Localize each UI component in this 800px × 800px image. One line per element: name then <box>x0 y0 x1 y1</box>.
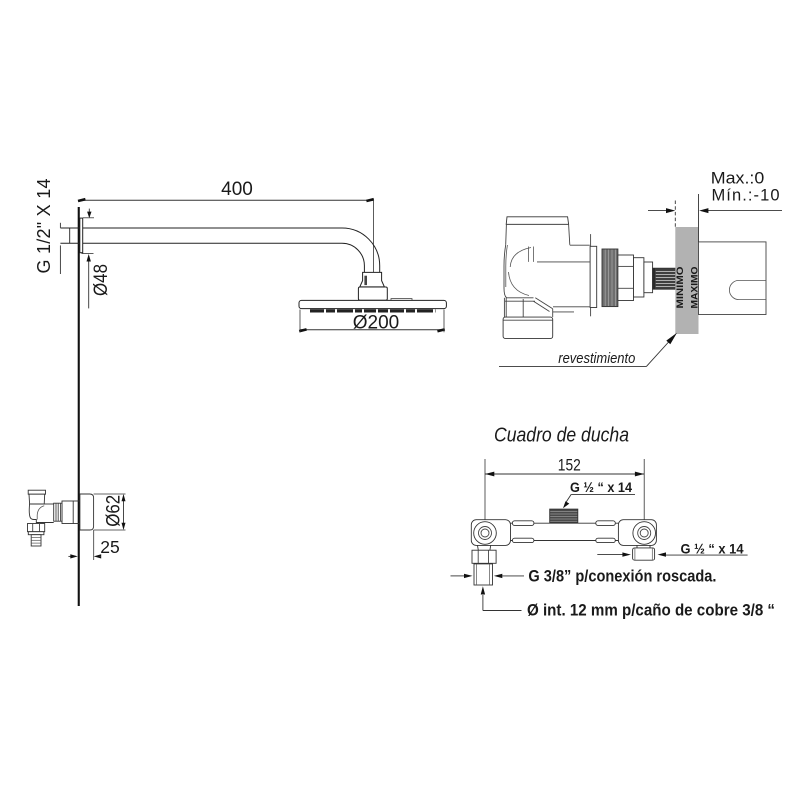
svg-text:400: 400 <box>221 179 253 200</box>
svg-text:Mín.:-10: Mín.:-10 <box>712 186 780 204</box>
svg-text:G 1/2" X 14: G 1/2" X 14 <box>34 179 54 274</box>
svg-text:Ø62: Ø62 <box>104 495 125 527</box>
svg-text:Ø int. 12 mm p/caño de cobre 3: Ø int. 12 mm p/caño de cobre 3/8 “ <box>527 602 775 620</box>
svg-text:25: 25 <box>100 537 119 557</box>
svg-text:MINIMO: MINIMO <box>675 267 685 309</box>
svg-text:152: 152 <box>558 455 581 474</box>
svg-text:revestimiento: revestimiento <box>558 351 635 367</box>
svg-text:MAXIMO: MAXIMO <box>689 267 699 309</box>
svg-text:Cuadro de ducha: Cuadro de ducha <box>494 425 629 447</box>
svg-text:G ½ “ x 14: G ½ “ x 14 <box>681 541 744 556</box>
svg-text:G ½ “ x 14: G ½ “ x 14 <box>570 480 632 495</box>
svg-text:Max.:0: Max.:0 <box>711 169 765 187</box>
svg-text:Ø48: Ø48 <box>91 264 112 296</box>
svg-text:G 3/8” p/conexión roscada.: G 3/8” p/conexión roscada. <box>528 567 716 585</box>
svg-text:Ø200: Ø200 <box>353 313 399 334</box>
